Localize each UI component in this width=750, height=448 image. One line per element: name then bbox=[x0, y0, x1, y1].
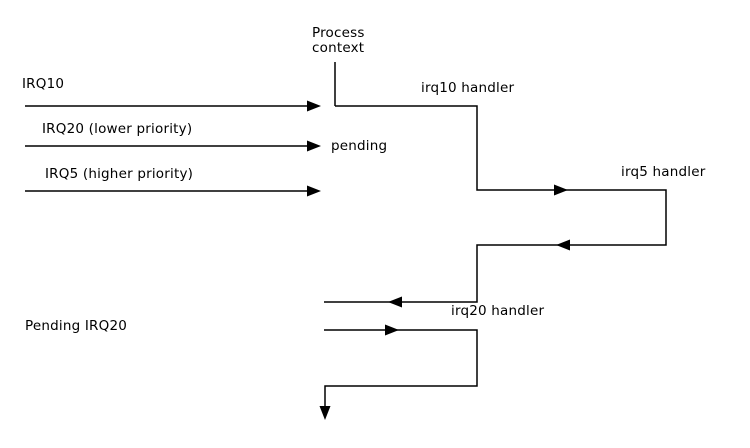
process-context-label-line2: context bbox=[312, 40, 365, 56]
irq20-call-arrowhead-icon bbox=[385, 324, 399, 336]
interrupt-execution-path bbox=[324, 105, 667, 303]
irq5-return-arrowhead-icon bbox=[556, 239, 570, 251]
irq5-label: IRQ5 (higher priority) bbox=[45, 166, 194, 182]
pending-irq20-label: Pending IRQ20 bbox=[25, 318, 128, 334]
irq10-label: IRQ10 bbox=[22, 76, 65, 92]
pending-irq20-resume-path bbox=[324, 329, 478, 407]
process-context-label-line1: Process bbox=[312, 25, 365, 41]
irq5-arrowhead-icon bbox=[307, 185, 321, 197]
irq5-handler-label: irq5 handler bbox=[621, 164, 706, 180]
pending-label: pending bbox=[331, 138, 388, 154]
process-context-label: Process context bbox=[312, 26, 365, 56]
irq10-arrowhead-icon bbox=[307, 100, 321, 112]
irq20-handler-label: irq20 handler bbox=[451, 303, 545, 319]
irq20-arrowhead-icon bbox=[307, 140, 321, 152]
irq5-call-arrowhead-icon bbox=[554, 184, 568, 196]
irq10-handler-label: irq10 handler bbox=[421, 80, 515, 96]
irq20-pending-return-arrowhead-icon bbox=[388, 296, 402, 308]
irq20-label: IRQ20 (lower priority) bbox=[42, 121, 193, 137]
process-resume-arrowhead-icon bbox=[319, 406, 331, 420]
